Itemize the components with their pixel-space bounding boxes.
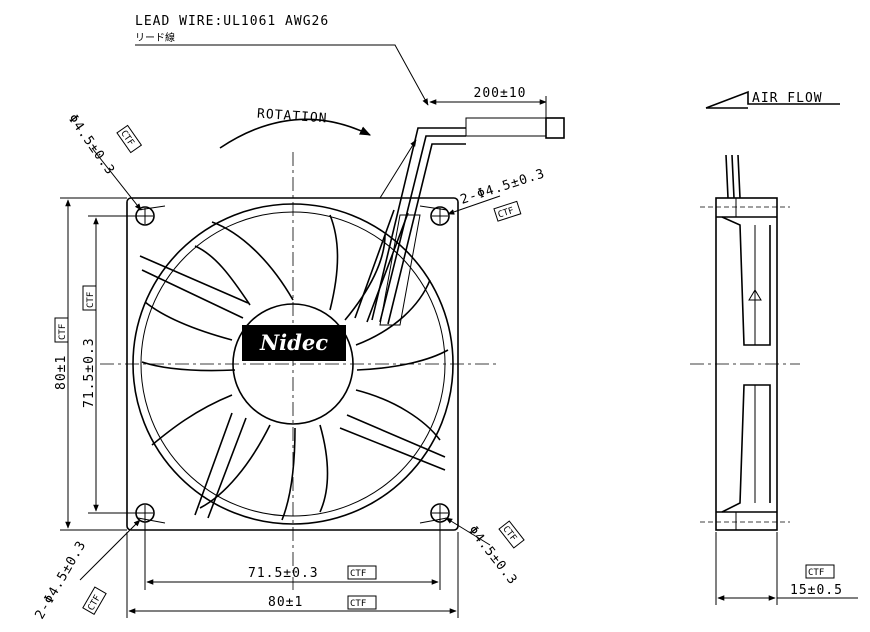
ctf-tag-thickness: CTF bbox=[808, 568, 824, 578]
height-dimensions: 80±1 CTF 71.5±0.3 CTF bbox=[54, 197, 137, 531]
rotation-label: ROTATION bbox=[256, 107, 327, 127]
lead-wire-japanese: リード線 bbox=[135, 31, 175, 44]
ctf-tag-width-pitch: CTF bbox=[350, 569, 366, 579]
ctf-tag-width-outer: CTF bbox=[350, 599, 366, 609]
ctf-tag-height-outer: CTF bbox=[58, 324, 68, 340]
frame-struts bbox=[139, 209, 446, 519]
impeller-blades bbox=[141, 214, 449, 521]
thickness-text: 15±0.5 bbox=[790, 583, 843, 598]
ctf-tag-top-right: CTF bbox=[497, 206, 516, 221]
side-lead-wire bbox=[725, 154, 741, 199]
width-dimensions: 71.5±0.3 CTF 80±1 CTF bbox=[126, 522, 459, 618]
front-view: Nidec bbox=[100, 117, 565, 590]
hole-dia-top-left: Φ4.5±0.3 bbox=[65, 112, 118, 178]
side-view: AIR FLOW CTF 15±0.5 bbox=[690, 90, 858, 605]
height-pitch-text: 71.5±0.3 bbox=[82, 337, 97, 408]
mount-hole-top-right bbox=[430, 206, 450, 226]
lead-wire-leader bbox=[135, 44, 429, 106]
lead-wire-title: LEAD WIRE:UL1061 AWG26 bbox=[135, 14, 329, 29]
ctf-tag-bottom-right: CTF bbox=[500, 524, 518, 543]
hole-dia-top-right: 2-Φ4.5±0.3 bbox=[459, 166, 548, 208]
airflow-arrow bbox=[705, 90, 840, 109]
lead-wire-bundle bbox=[371, 127, 466, 325]
width-pitch-text: 71.5±0.3 bbox=[248, 566, 319, 581]
rotation-arrow bbox=[219, 118, 372, 149]
wire-length-text: 200±10 bbox=[474, 86, 527, 101]
width-outer-text: 80±1 bbox=[268, 595, 303, 610]
hub-label-plate bbox=[242, 325, 346, 361]
connector bbox=[545, 117, 565, 139]
hub-brand-logo: Nidec bbox=[259, 330, 328, 355]
ctf-tag-height-pitch: CTF bbox=[86, 292, 96, 308]
hole-dia-bottom-left: 2-Φ4.5±0.3 bbox=[32, 538, 89, 622]
airflow-label: AIR FLOW bbox=[752, 91, 823, 106]
height-outer-text: 80±1 bbox=[54, 355, 69, 390]
